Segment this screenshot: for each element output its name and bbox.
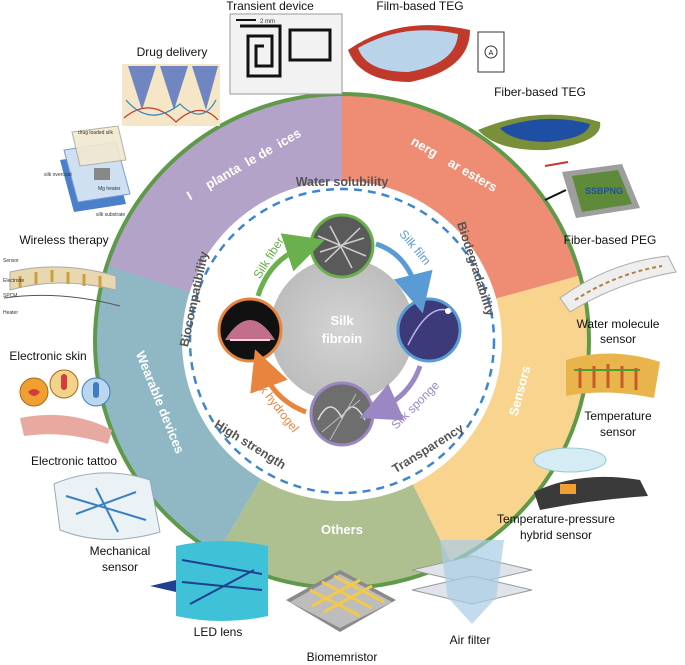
silk-hydrogel-image [217,297,283,363]
app-label-e-skin: Electronic skin [9,349,86,363]
transient-device-image: 2 mm [229,13,343,95]
water-sensor-image [559,255,677,313]
scale-label: 2 mm [260,19,275,25]
silk-film-image [396,297,462,363]
air-filter-image [411,540,533,624]
app-label-mech-sensor-2: sensor [102,560,138,574]
app-label-e-tattoo: Electronic tattoo [31,454,117,468]
app-label-biomemristor: Biomemristor [307,650,378,664]
core-circle [270,258,414,402]
app-label-transient-device: Transient device [226,0,314,13]
drug-delivery-image [122,64,220,126]
app-label-air-filter: Air filter [450,633,491,647]
fiber-teg-image [478,114,601,151]
core-label-1: Silk [330,313,354,328]
led-lens-image [150,541,268,621]
app-label-temp-sensor-2: sensor [600,425,636,439]
sensor-layer-label: Sensor [3,258,19,264]
prop-water-solubility: Water solubility [296,175,389,189]
app-label-water-sensor-1: Water molecule [577,317,660,331]
app-label-fiber-peg: Fiber-based PEG [564,233,657,247]
hybrid-sensor-image [533,447,648,510]
mg-heater-label: Mg heater [98,186,121,192]
arrow-fiber-to-film [375,241,433,314]
arrow-film-to-sponge [359,365,423,421]
core-label-2: fibroin [322,331,362,346]
silk-overcoat-label: silk overcoat [44,172,72,178]
electronic-skin-image: Sensor Electrode SPCM Heater [3,258,121,316]
app-label-film-teg: Film-based TEG [376,0,463,13]
temperature-sensor-image [566,353,660,398]
app-label-led-lens: LED lens [194,625,243,639]
arrow-hydrogel-to-fiber [255,233,325,297]
mechanical-sensor-image [53,472,161,541]
fiber-peg-image: SSBPNG [544,161,640,218]
film-teg-image: A [348,25,505,82]
app-label-water-sensor-2: sensor [600,332,636,346]
sector-label-others: Others [321,522,363,537]
silk-substrate-label: silk substrate [96,212,125,218]
wireless-therapy-image: drug loaded silk silk overcoat Mg heater… [44,125,131,218]
silk-sponge-image [309,381,375,447]
drug-loaded-silk-label: drug loaded silk [78,130,114,136]
electronic-tattoo-image [19,369,112,444]
app-label-wireless-therapy: Wireless therapy [19,233,108,247]
dashed-ring [188,187,496,495]
spcm-layer-label: SPCM [3,293,17,299]
arrow-sponge-to-hydrogel [250,349,307,415]
ammeter-label: A [489,50,494,57]
app-label-mech-sensor-1: Mechanical [90,544,151,558]
app-label-temp-sensor-1: Temperature [584,409,652,423]
app-label-hybrid-sensor-2: hybrid sensor [520,528,592,542]
app-label-fiber-teg: Fiber-based TEG [494,85,586,99]
app-label-drug-delivery: Drug delivery [137,45,208,59]
ssbpng-label: SSBPNG [585,186,623,196]
biomemristor-image [286,570,396,632]
silk-fiber-image [309,213,375,279]
heater-layer-label: Heater [3,310,18,316]
electrode-layer-label: Electrode [3,278,24,284]
app-label-hybrid-sensor-1: Temperature-pressure [497,512,615,526]
